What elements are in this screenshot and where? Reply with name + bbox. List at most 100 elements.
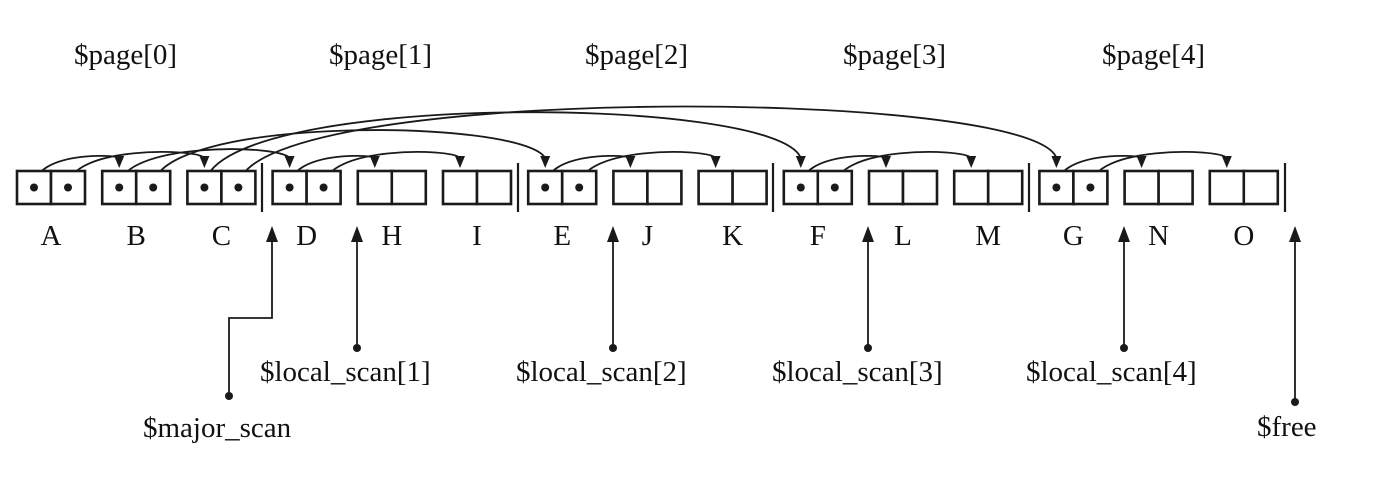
link-e-to-j-arrowhead xyxy=(625,156,636,168)
page-label-0: $page[0] xyxy=(74,39,177,71)
node-label-c: C xyxy=(212,220,231,252)
node-o: O xyxy=(1208,169,1280,252)
local-scan-4-dot xyxy=(1120,344,1128,352)
node-a-pointer-dot-1 xyxy=(64,183,72,192)
node-c-pointer-dot-0 xyxy=(200,183,209,192)
link-f-to-m-arrowhead xyxy=(966,156,977,168)
node-label-k: K xyxy=(722,220,743,252)
node-label-m: M xyxy=(975,220,1001,252)
node-m-cell-1 xyxy=(986,169,1024,206)
node-e: E xyxy=(526,169,598,252)
node-label-b: B xyxy=(127,220,146,252)
node-d-pointer-dot-0 xyxy=(285,183,294,192)
node-e-pointer-dot-0 xyxy=(541,183,550,192)
node-c-pointer-dot-1 xyxy=(234,183,243,192)
node-g-pointer-dot-1 xyxy=(1086,183,1095,192)
node-d: D xyxy=(271,169,342,252)
node-h-cell-0 xyxy=(356,169,394,206)
node-b-pointer-dot-0 xyxy=(115,183,124,192)
link-b-to-e-curve xyxy=(152,129,546,188)
major-scan-label: $major_scan xyxy=(143,412,292,444)
link-d-to-h-arrowhead xyxy=(369,156,380,168)
free-dot xyxy=(1291,398,1299,406)
node-a: A xyxy=(15,169,87,252)
local-scan-2-pointer: $local_scan[2] xyxy=(516,226,687,388)
node-k: K xyxy=(697,169,768,252)
node-b: B xyxy=(100,169,172,252)
node-label-n: N xyxy=(1148,220,1169,252)
free-pointer: $free xyxy=(1257,226,1317,443)
link-c-to-g-arrowhead xyxy=(1051,156,1062,168)
node-m-cell-0 xyxy=(952,169,990,206)
page-label-2: $page[2] xyxy=(585,39,688,71)
node-l-cell-0 xyxy=(867,169,905,206)
local-scan-4-pointer: $local_scan[4] xyxy=(1026,226,1197,388)
link-c-to-g xyxy=(237,105,1062,188)
node-f: F xyxy=(782,169,854,252)
node-d-pointer-dot-1 xyxy=(319,183,328,192)
node-g: G xyxy=(1038,169,1109,252)
node-n-cell-1 xyxy=(1157,169,1194,206)
link-b-to-d-arrowhead xyxy=(284,156,295,168)
local-scan-4-label: $local_scan[4] xyxy=(1026,356,1197,388)
node-label-g: G xyxy=(1063,220,1084,252)
local-scan-2-dot xyxy=(609,344,617,352)
link-b-to-e xyxy=(152,129,551,188)
local-scan-1-dot xyxy=(353,344,361,352)
link-c-to-f-arrowhead xyxy=(795,156,806,168)
node-b-pointer-dot-1 xyxy=(149,183,158,192)
major-scan-dot xyxy=(225,392,233,400)
link-c-to-g-curve xyxy=(237,105,1058,188)
link-a-to-b-arrowhead xyxy=(114,156,125,168)
node-label-i: I xyxy=(472,220,482,252)
node-o-cell-1 xyxy=(1242,169,1280,206)
node-k-cell-1 xyxy=(731,169,768,206)
link-d-to-i-arrowhead xyxy=(455,156,465,168)
node-i-cell-0 xyxy=(441,169,479,206)
link-a-to-c-arrowhead xyxy=(199,156,210,168)
link-b-to-e-arrowhead xyxy=(540,156,551,168)
node-e-pointer-dot-1 xyxy=(575,183,584,192)
local-scan-2-arrowhead xyxy=(607,226,619,242)
node-label-d: D xyxy=(296,220,317,252)
local-scan-3-dot xyxy=(864,344,872,352)
node-f-pointer-dot-0 xyxy=(796,183,805,192)
node-l-cell-1 xyxy=(901,169,939,206)
node-l: L xyxy=(867,169,939,252)
link-f-to-l-arrowhead xyxy=(881,156,891,168)
node-i: I xyxy=(441,169,513,252)
node-j: J xyxy=(612,169,683,252)
page-label-4: $page[4] xyxy=(1102,39,1205,71)
node-g-pointer-dot-0 xyxy=(1052,183,1061,192)
node-a-pointer-dot-0 xyxy=(30,183,38,192)
node-o-cell-0 xyxy=(1208,169,1246,206)
page-labels: $page[0] $page[1] $page[2] $page[3] $pag… xyxy=(74,39,1205,71)
page-label-3: $page[3] xyxy=(843,39,946,71)
local-scan-1-pointer: $local_scan[1] xyxy=(260,226,431,388)
node-i-cell-1 xyxy=(475,169,513,206)
link-e-to-k-arrowhead xyxy=(710,156,721,168)
free-label: $free xyxy=(1257,411,1317,443)
node-label-l: L xyxy=(894,220,912,252)
node-label-j: J xyxy=(642,220,653,252)
node-label-o: O xyxy=(1233,220,1254,252)
node-j-cell-0 xyxy=(612,169,649,206)
node-h: H xyxy=(356,169,428,252)
local-scan-1-label: $local_scan[1] xyxy=(260,356,431,388)
node-c: C xyxy=(186,169,257,252)
major-scan-pointer: $major_scan xyxy=(143,226,292,444)
node-n-cell-0 xyxy=(1123,169,1160,206)
local-scan-2-label: $local_scan[2] xyxy=(516,356,687,388)
node-b-cell-1 xyxy=(134,169,172,206)
local-scan-3-arrowhead xyxy=(862,226,874,242)
node-f-pointer-dot-1 xyxy=(830,183,839,192)
node-j-cell-1 xyxy=(646,169,683,206)
node-label-e: E xyxy=(553,220,571,252)
link-g-to-n-arrowhead xyxy=(1136,156,1147,168)
local-scan-4-arrowhead xyxy=(1118,226,1130,242)
link-g-to-o-arrowhead xyxy=(1221,156,1232,168)
page-label-1: $page[1] xyxy=(329,39,432,71)
local-scan-1-arrowhead xyxy=(351,226,363,242)
